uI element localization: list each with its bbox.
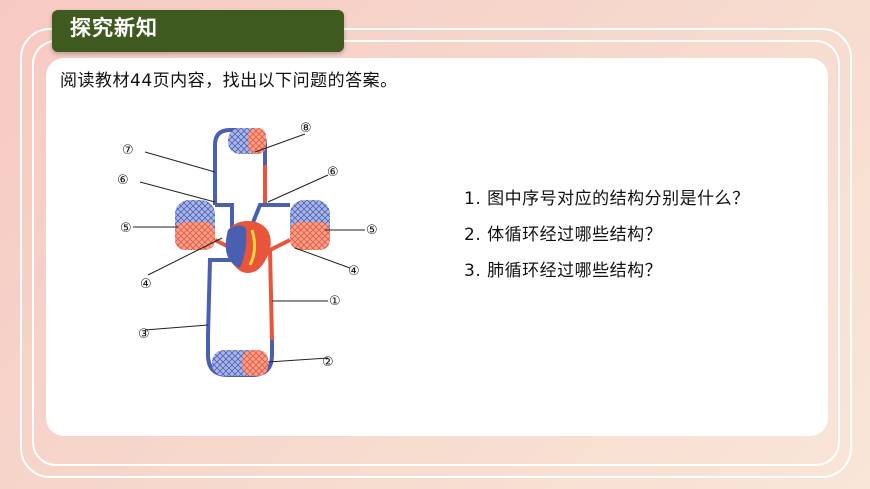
label-6-right: ⑥ [327, 165, 339, 180]
leader-line [144, 324, 209, 331]
label-8: ⑧ [300, 121, 312, 136]
leader-line [147, 237, 223, 276]
label-5-right: ⑤ [366, 223, 378, 238]
leader-line [294, 247, 351, 269]
heart-septum [248, 229, 257, 266]
aorta-lower [268, 249, 274, 341]
label-4-left: ④ [140, 277, 152, 292]
title-tab [52, 10, 344, 52]
pulmonary-vein-right [269, 238, 291, 252]
leader-line [267, 174, 329, 203]
label-3: ③ [138, 327, 150, 342]
left-lung-capillary-red [175, 222, 215, 250]
heart-left-side [225, 225, 247, 268]
label-2: ② [322, 355, 334, 370]
instruction-text: 阅读教材44页内容，找出以下问题的答案。 [60, 71, 398, 91]
leader-line [139, 181, 216, 203]
question-item: 1. 图中序号对应的结构分别是什么？ [464, 189, 750, 209]
label-5-left: ⑤ [120, 221, 132, 236]
inner-frame [32, 40, 840, 466]
upper-capillary-red [248, 128, 266, 154]
leader-line [254, 133, 306, 153]
lower-capillary-red [242, 350, 268, 376]
right-lung-capillary-red [290, 222, 330, 250]
question-list: 1. 图中序号对应的结构分别是什么？ 2. 体循环经过哪些结构？ 3. 肺循环经… [464, 186, 750, 294]
label-1: ① [329, 294, 341, 309]
question-item: 3. 肺循环经过哪些结构？ [464, 261, 663, 281]
label-4-right: ④ [348, 264, 360, 279]
circulation-diagram: ⑦ ⑥ ⑤ ④ ③ ⑧ ⑥ ⑤ ④ ① ② [117, 121, 378, 377]
label-7: ⑦ [122, 143, 134, 158]
inferior-vena-cava [206, 258, 232, 336]
leader-line [144, 151, 216, 173]
outer-frame [20, 28, 852, 478]
page-title: 探究新知 [70, 16, 158, 40]
leader-line [267, 357, 329, 363]
label-6-left: ⑥ [117, 173, 129, 188]
question-item: 2. 体循环经过哪些结构？ [464, 225, 663, 245]
content-panel [46, 58, 828, 436]
